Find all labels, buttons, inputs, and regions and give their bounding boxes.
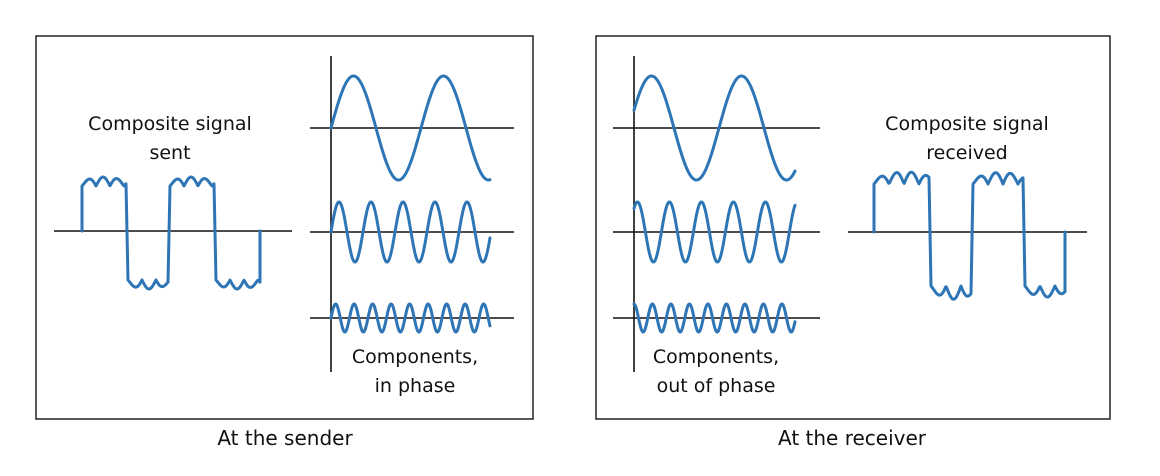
sender-components-label-line2: in phase [375,375,456,397]
receiver-composite-wave [872,170,1067,301]
receiver-caption: At the receiver [778,426,927,450]
receiver-component2-wave [632,200,797,264]
receiver-composite-label-line1: Composite signal [885,113,1049,135]
sender-frame [35,35,534,420]
sender-composite-label-line1: Composite signal [88,113,252,135]
receiver-components-label-line2: out of phase [657,375,776,397]
sender-composite-label-line2: sent [149,142,190,164]
sender-panel: Composite signal sent Components, in pha… [35,35,534,420]
sender-composite-wave [80,175,262,291]
sender-caption: At the sender [217,426,353,450]
sender-component1-wave [329,74,492,182]
receiver-frame [595,35,1111,420]
receiver-composite-label-line2: received [926,142,1008,164]
receiver-components-label-line1: Components, [653,346,779,368]
receiver-component1-wave [632,74,797,182]
sender-component2-wave [329,200,492,264]
receiver-panel: Components, out of phase Composite signa… [595,35,1111,420]
receiver-component3-wave [632,302,797,334]
sender-component3-wave [329,302,492,334]
sender-components-label-line1: Components, [352,346,478,368]
